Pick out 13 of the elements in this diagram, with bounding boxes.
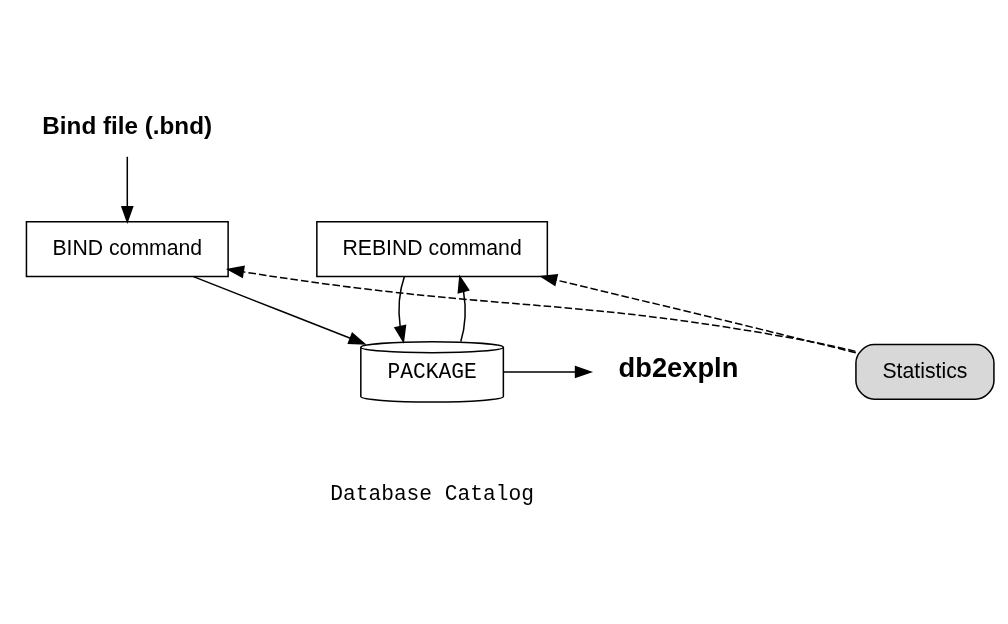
node-label: Database Catalog [329, 482, 534, 507]
arrow [225, 265, 856, 353]
arrow [192, 275, 367, 345]
arrow [502, 365, 593, 379]
arrow [120, 156, 134, 225]
arrow [538, 274, 857, 354]
node-box: BIND command [25, 221, 229, 278]
node-text: Bind file (.bnd) [41, 111, 212, 139]
arrow [393, 275, 406, 344]
arrow [457, 274, 470, 343]
node-box: Statistics [854, 343, 995, 400]
node-box: REBIND command [315, 221, 548, 278]
node-text: db2expln [618, 352, 738, 384]
